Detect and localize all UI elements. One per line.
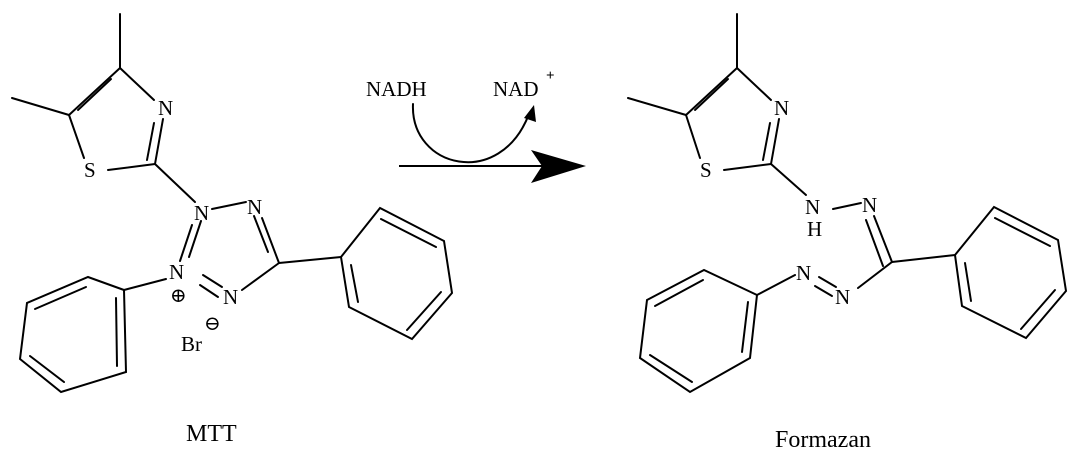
mtt-caption: MTT (186, 421, 237, 447)
formazan-structure: S N N H N N N (627, 13, 1068, 394)
mtt-counterion-label: Br (181, 332, 202, 356)
mtt-phenyl-right-bond (278, 256, 342, 264)
formazan-nh-n-label: N (805, 195, 820, 219)
reaction-arrow-head (531, 150, 586, 183)
mtt-tetrazole-n3-label: N (223, 285, 238, 309)
mtt-linker-bond (154, 163, 196, 203)
formazan-phenyl-right-bond (891, 254, 956, 263)
methyl-bond-left (11, 97, 70, 116)
mtt-tetrazole-n4-label: N (169, 260, 184, 284)
formazan-thiazole-ring (685, 67, 780, 171)
formazan-linker-bond (770, 163, 807, 196)
mtt-anion-charge-label: ⊖ (204, 313, 221, 335)
mtt-phenyl-right (339, 206, 454, 341)
formazan-thiazole-s-label: S (700, 158, 712, 182)
cofactor-out-label: NAD (493, 77, 539, 101)
cofactor-in-label: NADH (366, 77, 427, 101)
mtt-phenyl-left (18, 275, 128, 394)
mtt-tetrazole-n2-label: N (247, 195, 262, 219)
mtt-thiazole-ring (68, 67, 164, 171)
mtt-thiazole-n-label: N (158, 96, 173, 120)
cofactor-curved-arrow (411, 103, 530, 164)
formazan-phenyl-left (638, 268, 759, 394)
mtt-cation-charge-label: ⊕ (170, 285, 187, 307)
mtt-thiazole-s-label: S (84, 158, 96, 182)
formazan-phenyl-right (953, 205, 1068, 340)
reaction-arrow: NADH NAD + (366, 68, 586, 183)
formazan-methyl-bond-left (627, 97, 687, 116)
cofactor-curved-arrowhead (524, 105, 536, 122)
formazan-thiazole-n-label: N (774, 96, 789, 120)
mtt-structure: S N N N N N ⊕ Br ⊖ (11, 13, 454, 394)
formazan-chain (814, 202, 893, 297)
formazan-nh-h-label: H (807, 217, 822, 241)
formazan-caption: Formazan (775, 427, 871, 453)
mtt-tetrazole-n1-label: N (194, 201, 209, 225)
formazan-azo-n1-label: N (796, 261, 811, 285)
formazan-phenyl-left-bond (756, 274, 796, 296)
mtt-tetrazole-ring (179, 201, 280, 298)
formazan-azo-n2-label: N (835, 285, 850, 309)
mtt-phenyl-left-bond (123, 278, 167, 291)
cofactor-out-charge: + (546, 68, 555, 84)
formazan-n-double-label: N (862, 193, 877, 217)
